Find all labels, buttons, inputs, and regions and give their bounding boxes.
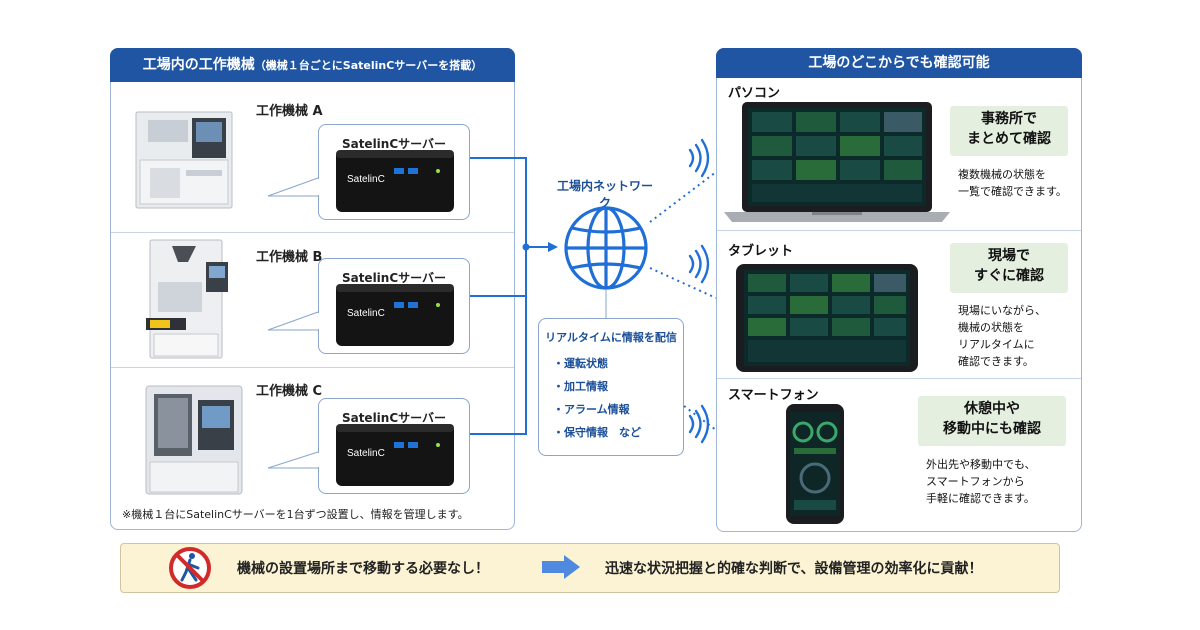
machine-b-image (146, 239, 228, 359)
info-box: リアルタイムに情報を配信 ・運転状態 ・加工情報 ・アラーム情報 ・保守情報 な… (538, 318, 684, 456)
row-divider (111, 232, 514, 233)
row-divider (717, 378, 1081, 379)
desc-line: 現場にいながら、 (958, 304, 1046, 317)
info-title: リアルタイムに情報を配信 (545, 331, 677, 344)
tablet-description: 現場にいながら、 機械の状態を リアルタイムに 確認できます。 (958, 302, 1046, 370)
phone-badge: 休憩中や 移動中にも確認 (918, 396, 1066, 446)
arrow-right-icon (542, 555, 580, 579)
info-item: ・アラーム情報 (553, 403, 630, 416)
smartphone-image (786, 404, 844, 524)
machine-c-image (145, 385, 243, 495)
footnote: ※機械１台にSatelinCサーバーを1台ずつ設置し、情報を管理します。 (122, 508, 469, 521)
badge-line: 移動中にも確認 (943, 421, 1041, 437)
pc-description: 複数機械の状態を 一覧で確認できます。 (958, 166, 1067, 200)
device-phone-name: スマートフォン (728, 388, 819, 403)
factory-machines-title: 工場内の工作機械（機械１台ごとにSatelinCサーバーを搭載） (110, 48, 515, 82)
server-connectors (470, 157, 548, 435)
phone-description: 外出先や移動中でも、 スマートフォンから 手軽に確認できます。 (926, 456, 1036, 507)
desc-line: 一覧で確認できます。 (958, 185, 1067, 198)
machine-b-name: 工作機械 B (256, 250, 323, 265)
server-device-a: SatelinC (336, 150, 454, 212)
device-pc-name: パソコン (728, 86, 781, 101)
panel-title-text: 工場内の工作機械 (142, 57, 255, 73)
server-device-b: SatelinC (336, 284, 454, 346)
tablet-badge: 現場で すぐに確認 (950, 243, 1068, 293)
badge-line: 現場で (988, 248, 1030, 264)
info-item: ・加工情報 (553, 380, 608, 393)
server-brand-text: SatelinC (347, 308, 385, 319)
laptop-image (724, 102, 950, 222)
desc-line: 手軽に確認できます。 (926, 492, 1035, 505)
badge-line: すぐに確認 (974, 268, 1044, 284)
desc-line: リアルタイムに (958, 338, 1035, 351)
banner-right-text: 迅速な状況把握と的確な判断で、設備管理の効率化に貢献！ (605, 561, 983, 577)
no-walking-icon (169, 547, 211, 589)
arrow-head (548, 242, 558, 252)
callout-pointers (267, 177, 319, 469)
badge-line: まとめて確認 (967, 131, 1051, 147)
row-divider (717, 230, 1081, 231)
device-tablet-name: タブレット (728, 244, 794, 259)
info-item: ・保守情報 など (553, 426, 641, 439)
badge-line: 事務所で (981, 111, 1037, 127)
network-label: 工場内ネットワーク (556, 179, 653, 210)
tablet-image (736, 264, 918, 372)
bottom-banner: 機械の設置場所まで移動する必要なし！ 迅速な状況把握と的確な判断で、設備管理の効… (120, 543, 1060, 593)
row-divider (111, 367, 514, 368)
banner-left-text: 機械の設置場所まで移動する必要なし！ (237, 561, 489, 577)
server-label: SatelinCサーバー (341, 411, 447, 425)
junction-dot (522, 243, 530, 251)
server-label: SatelinCサーバー (341, 271, 447, 285)
panel-title-sub: （機械１台ごとにSatelinCサーバーを搭載） (254, 59, 483, 72)
desc-line: 外出先や移動中でも、 (926, 458, 1036, 471)
wifi-icon (688, 244, 710, 284)
pc-badge: 事務所で まとめて確認 (950, 106, 1068, 156)
server-brand-text: SatelinC (347, 174, 385, 185)
server-brand-text: SatelinC (347, 448, 385, 459)
machine-a-name: 工作機械 A (256, 104, 323, 119)
globe-icon (564, 206, 648, 290)
desc-line: 機械の状態を (958, 321, 1024, 334)
wireless-links (649, 171, 717, 431)
server-label: SatelinCサーバー (341, 137, 447, 151)
wifi-icon (688, 404, 710, 444)
badge-line: 休憩中や (964, 401, 1020, 417)
desc-line: 確認できます。 (958, 355, 1034, 368)
remote-check-title: 工場のどこからでも確認可能 (716, 48, 1082, 78)
machine-c-name: 工作機械 C (256, 384, 323, 399)
machine-a-image (135, 111, 233, 209)
desc-line: 複数機械の状態を (958, 168, 1046, 181)
wifi-icon (688, 138, 710, 178)
desc-line: スマートフォンから (926, 475, 1025, 488)
info-item: ・運転状態 (553, 357, 608, 370)
server-device-c: SatelinC (336, 424, 454, 486)
